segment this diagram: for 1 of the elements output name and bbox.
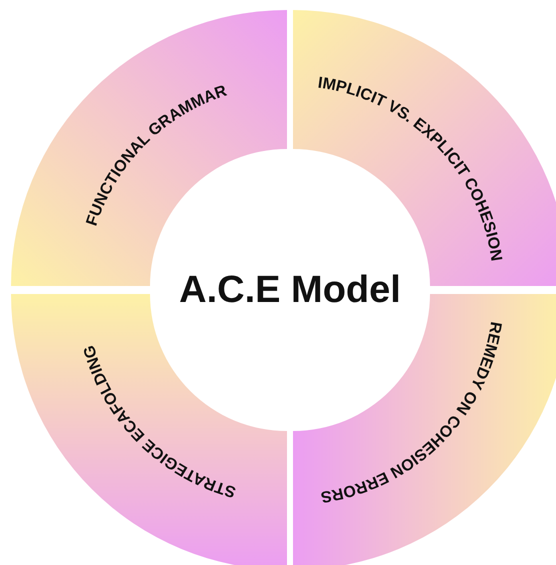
model-title: A.C.E Model [179,268,401,312]
